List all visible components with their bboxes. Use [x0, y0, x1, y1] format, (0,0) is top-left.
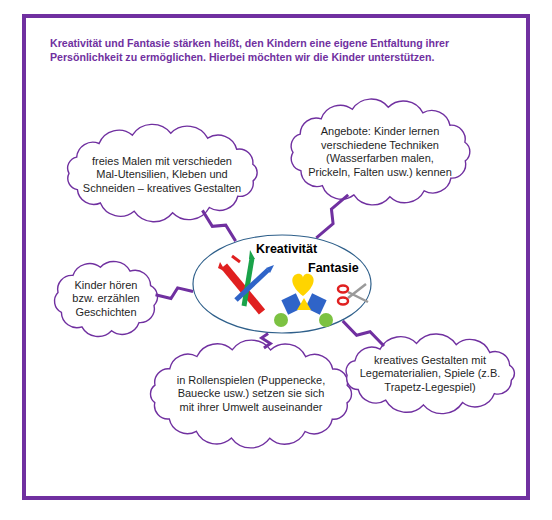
scissors-illustration: [338, 284, 368, 305]
thought-cloud: Kinder hören bzw. erzählen Geschichten: [48, 258, 164, 340]
pencil-illustration: [218, 250, 274, 312]
lightning-connector: [343, 321, 384, 346]
center-keyword: Fantasie: [308, 261, 359, 275]
lightning-connector: [262, 333, 271, 348]
cloud-text-box: kreatives Gestalten mit Legematerialien,…: [355, 354, 505, 395]
yellow-heart: [292, 274, 313, 296]
thought-cloud: kreatives Gestalten mit Legematerialien,…: [338, 334, 522, 414]
green-pencil: [244, 258, 252, 306]
scissors-blade: [348, 284, 366, 298]
lightning-connector: [202, 210, 235, 241]
lightning-connector: [156, 288, 194, 299]
pencil-tip: [249, 250, 255, 259]
cloud-text-box: Angebote: Kinder lernen verschiedene Tec…: [305, 125, 455, 179]
cloud-text: Kinder hören bzw. erzählen Geschichten: [66, 279, 146, 320]
cloud-outline: [291, 99, 470, 205]
thought-cloud: Angebote: Kinder lernen verschiedene Tec…: [284, 98, 476, 206]
cloud-outline: [55, 261, 158, 336]
red-pencil: [224, 266, 262, 312]
center-ellipse: KreativitätFantasie: [192, 234, 372, 334]
center-keyword: Kreativität: [256, 242, 317, 256]
green-circle: [319, 313, 333, 327]
cloud-text-box: in Rollenspielen (Puppenecke, Bauecke us…: [171, 374, 331, 415]
cloud-outline: [346, 334, 514, 414]
cloud-text: Angebote: Kinder lernen verschiedene Tec…: [305, 125, 455, 179]
ellipse-outline: [193, 235, 371, 333]
cloud-text: freies Malen mit verschieden Mal-Utensil…: [82, 155, 242, 196]
cloud-outline: [150, 340, 351, 448]
scissors-handle: [338, 286, 348, 293]
pencil-tip: [218, 262, 226, 272]
diagram-title: Kreativität und Fantasie stärken heißt, …: [50, 36, 510, 64]
blue-square: [281, 293, 302, 314]
cloud-text: kreatives Gestalten mit Legematerialien,…: [355, 354, 505, 395]
pencil-lead: [232, 256, 240, 262]
blue-pencil: [236, 270, 268, 300]
thought-cloud: in Rollenspielen (Puppenecke, Bauecke us…: [144, 340, 358, 448]
page-frame: [24, 16, 528, 498]
cloud-text-box: freies Malen mit verschieden Mal-Utensil…: [82, 155, 242, 196]
thought-cloud: freies Malen mit verschieden Mal-Utensil…: [60, 124, 264, 222]
cloud-outline: [68, 124, 257, 221]
blue-square: [305, 293, 326, 314]
cloud-text: in Rollenspielen (Puppenecke, Bauecke us…: [171, 374, 331, 415]
shapes-illustration: [274, 274, 333, 327]
cloud-text-box: Kinder hören bzw. erzählen Geschichten: [66, 279, 146, 320]
lightning-connector: [316, 195, 348, 238]
scissors-handle: [338, 298, 348, 305]
scissors-blade: [348, 292, 368, 302]
pencil-tip: [266, 265, 274, 273]
green-circle: [274, 313, 288, 327]
yellow-triangle: [297, 298, 311, 310]
